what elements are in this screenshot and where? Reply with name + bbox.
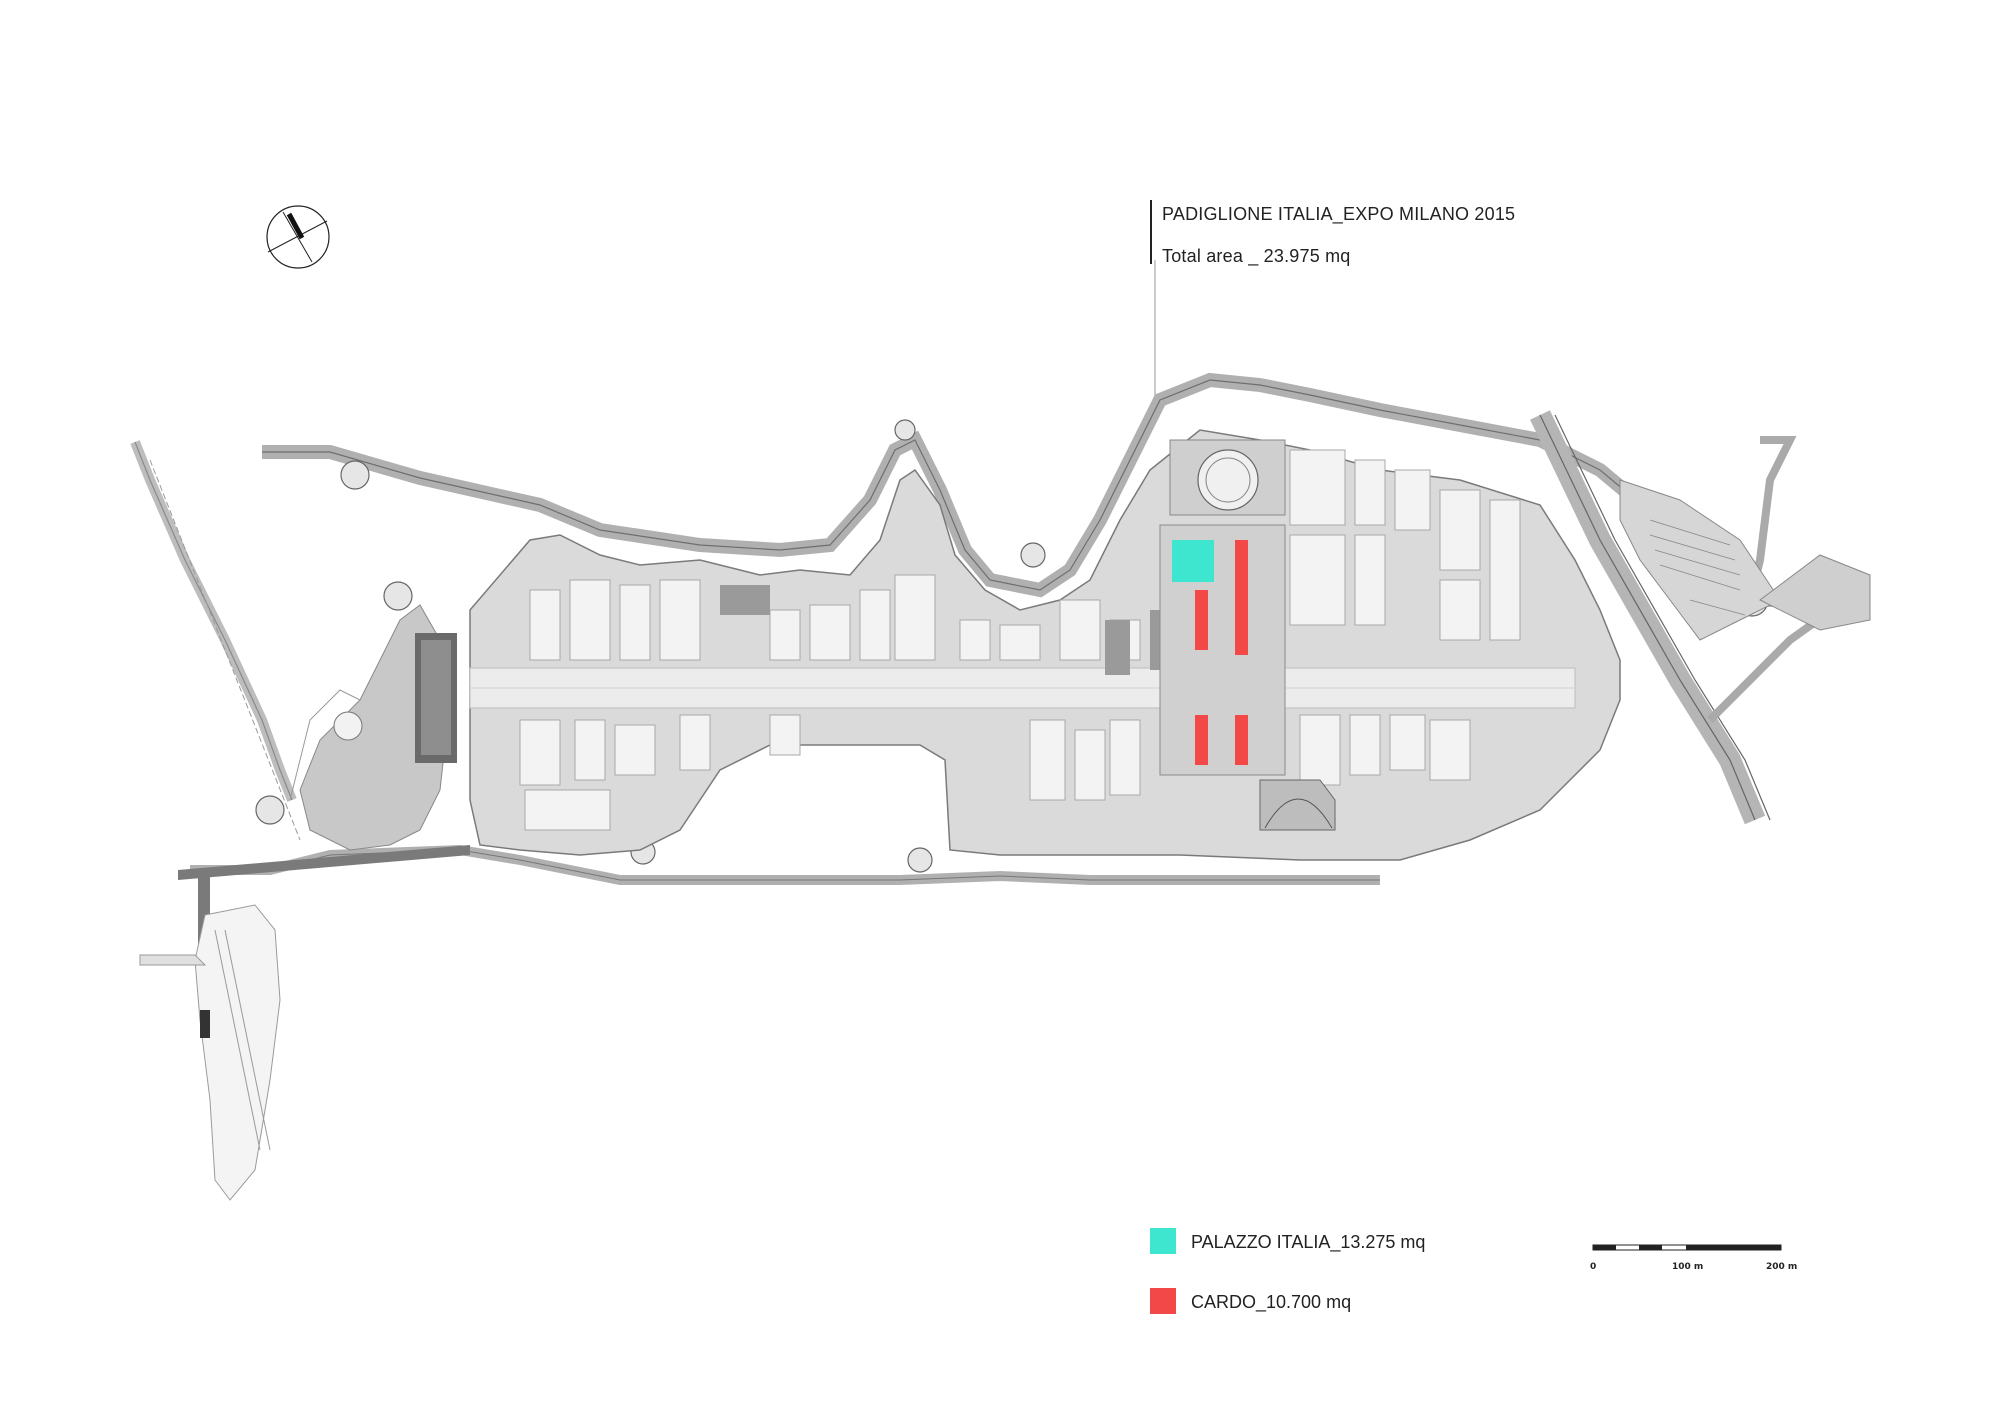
- south-pavilion-lots: [519, 714, 1471, 831]
- square-swatch-icon: [1150, 1288, 1176, 1314]
- scale-bar: [1592, 1244, 1782, 1251]
- scale-label-0: 0: [1590, 1262, 1597, 1272]
- scale-label-200: 200 m: [1766, 1262, 1798, 1272]
- compass-icon: [266, 205, 330, 269]
- scale-label-100: 100 m: [1672, 1262, 1704, 1272]
- square-swatch-icon: [1150, 1228, 1176, 1254]
- title-rule: [1150, 200, 1152, 264]
- palazzo-italia-building: [1172, 540, 1214, 582]
- northwest-road: [130, 440, 301, 841]
- east-tip: [1759, 554, 1871, 631]
- cardo-strips: [1195, 540, 1248, 765]
- west-theatre-strip: [421, 640, 451, 755]
- legend-label-cardo: CARDO_10.700 mq: [1191, 1292, 1352, 1312]
- southwest-site: [139, 904, 281, 1201]
- legend-item-cardo: CARDO_10.700 mq: [1150, 1288, 1550, 1316]
- north-pavilion-lots: [529, 449, 1521, 661]
- legend-item-palazzo-italia: PALAZZO ITALIA_13.275 mq: [1150, 1228, 1550, 1256]
- east-parking: [1619, 479, 1781, 641]
- western-landscape: [299, 604, 451, 851]
- open-air-theatre: [1259, 779, 1336, 831]
- lake-arena: [1169, 439, 1286, 516]
- map-title: PADIGLIONE ITALIA_EXPO MILANO 2015: [1162, 204, 1516, 224]
- legend-label-palazzo-italia: PALAZZO ITALIA_13.275 mq: [1191, 1232, 1426, 1252]
- west-plaza: [333, 711, 363, 741]
- total-area-label: Total area _ 23.975 mq: [1162, 246, 1351, 266]
- west-landscape-outline: [289, 689, 361, 801]
